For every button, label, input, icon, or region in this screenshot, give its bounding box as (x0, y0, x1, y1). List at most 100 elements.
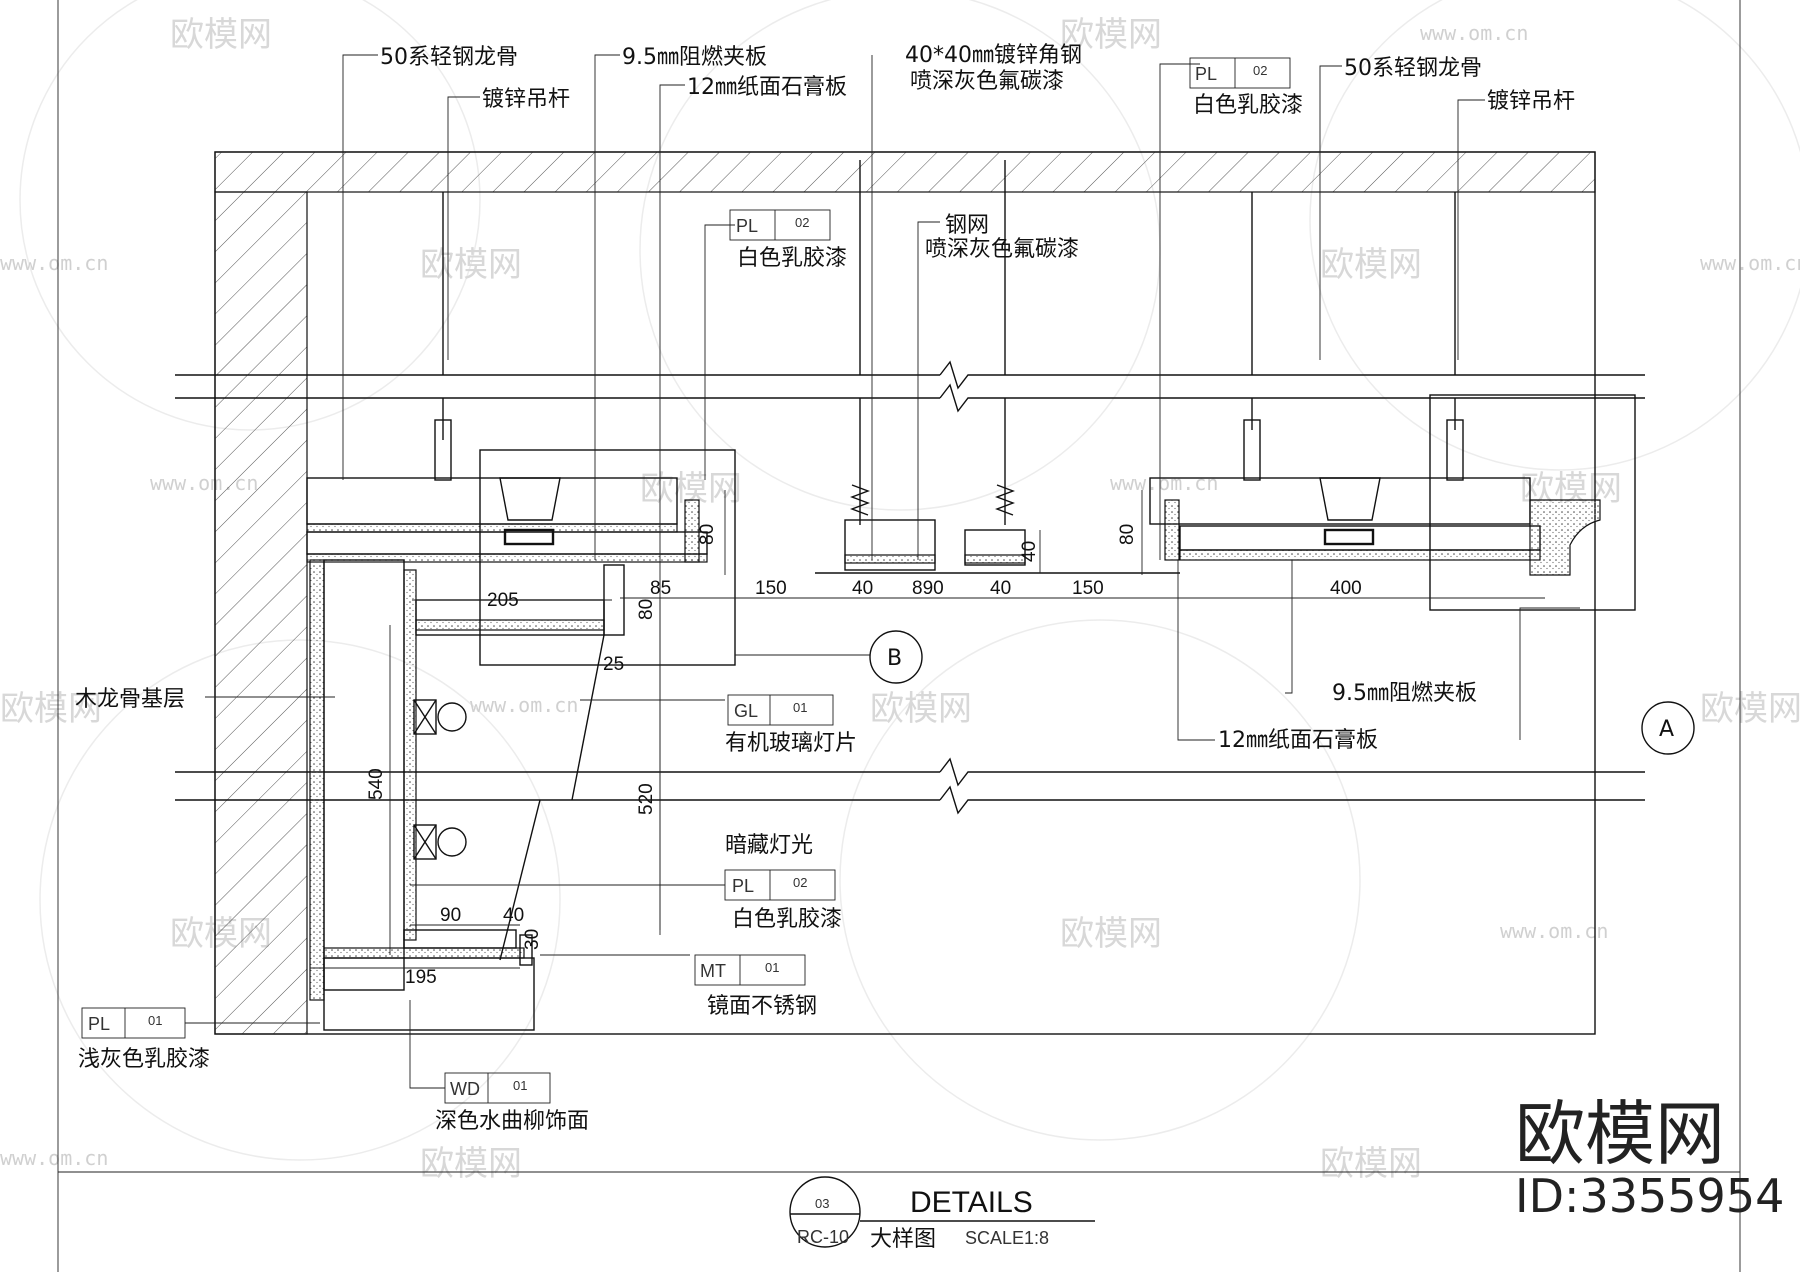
dim-label: 150 (1072, 578, 1104, 599)
watermark-text: 欧模网 (0, 689, 102, 729)
watermark-text: 欧模网 (420, 245, 522, 285)
tag-code: PL (88, 1014, 110, 1034)
dim-label: 90 (440, 905, 461, 926)
dim-label: 400 (1330, 578, 1362, 599)
callout-white-latex-mid: 白色乳胶漆 (737, 246, 847, 271)
scale-label: SCALE1:8 (965, 1228, 1049, 1248)
ceiling-left (306, 449, 736, 666)
dim-label: 80 (1117, 524, 1138, 545)
dim-label: 25 (603, 654, 624, 675)
material-tags: PL 02 PL 02 GL 01 PL 02 MT 01 PL 01 (81, 57, 1291, 1104)
watermark-text: 欧模网 (870, 689, 972, 729)
watermark-url: www.om.cn (0, 251, 108, 275)
watermark-text: 欧模网 (1320, 245, 1422, 285)
callout-white-latex-right: 白色乳胶漆 (1193, 93, 1303, 118)
dim-label: 80 (636, 599, 657, 620)
callout-light-grey-latex: 浅灰色乳胶漆 (78, 1047, 210, 1072)
section-marker-label: B (887, 646, 902, 671)
tag-code: WD (450, 1079, 480, 1099)
dim-label: 195 (405, 967, 437, 988)
callout-angle-steel-2: 喷深灰色氟碳漆 (910, 69, 1064, 94)
detail-number: 03 (815, 1196, 829, 1211)
dim-label: 205 (487, 590, 519, 611)
material-tag: PL 02 (724, 869, 836, 901)
dim-label: 890 (912, 578, 944, 599)
material-tag: MT 01 (694, 954, 806, 986)
callout-fireproof-board-top: 9.5㎜阻燃夹板 (622, 45, 767, 70)
watermark-url: www.om.cn (470, 693, 578, 717)
callout-steel-mesh-2: 喷深灰色氟碳漆 (925, 237, 1079, 262)
material-tag: PL 01 (81, 1007, 186, 1039)
tag-num: 02 (793, 875, 807, 890)
material-tag: GL 01 (727, 694, 834, 726)
dimension-lines (310, 490, 1545, 969)
callout-steel-mesh-1: 钢网 (945, 213, 989, 238)
callout-gypsum-right: 12㎜纸面石膏板 (1218, 728, 1378, 753)
dim-label: 40 (503, 905, 524, 926)
watermark-url: www.om.cn (1420, 21, 1528, 45)
callout-fireproof-board-right: 9.5㎜阻燃夹板 (1332, 681, 1477, 706)
tag-code: MT (700, 961, 726, 981)
dimension-labels: 80 85 150 40 890 40 150 400 80 40 205 80… (366, 524, 1362, 988)
callout-gypsum-top: 12㎜纸面石膏板 (687, 75, 847, 100)
watermark-logo-text: 欧模网 (1515, 1093, 1725, 1175)
leader-lines (185, 54, 1580, 1089)
watermark-text: 欧模网 (1060, 15, 1162, 55)
watermark-text: 欧模网 (420, 1144, 522, 1184)
title-block: 03 RC-10 DETAILS 大样图 SCALE1:8 (789, 1176, 1095, 1252)
material-tag: PL 02 (729, 209, 831, 241)
watermark-text: 欧模网 (1320, 1144, 1422, 1184)
watermark-text: 欧模网 (1700, 689, 1800, 729)
watermark-id: ID:3355954 (1515, 1169, 1784, 1223)
tag-num: 01 (793, 700, 807, 715)
dim-label: 150 (755, 578, 787, 599)
tag-num: 01 (148, 1013, 162, 1028)
concrete-wall (214, 191, 308, 1035)
callout-dark-wood: 深色水曲柳饰面 (435, 1109, 589, 1134)
material-tag: PL 02 (1189, 57, 1291, 89)
ceiling-right (1149, 394, 1636, 611)
page-subtitle: 大样图 (870, 1227, 936, 1252)
watermark-text: 欧模网 (170, 15, 272, 55)
callout-steel-keel-left: 50系轻钢龙骨 (380, 45, 518, 70)
dim-label: 520 (636, 783, 657, 815)
callout-angle-steel-1: 40*40㎜镀锌角钢 (905, 43, 1082, 68)
watermark-layer: 欧模网 欧模网 www.om.cn 欧模网 欧模网 www.om.cn www.… (0, 0, 1800, 1184)
tag-code: PL (1195, 64, 1217, 84)
tag-num: 01 (513, 1078, 527, 1093)
tag-num: 01 (765, 960, 779, 975)
dim-label: 540 (366, 768, 387, 800)
watermark-text: 欧模网 (1060, 914, 1162, 954)
dim-label: 80 (697, 524, 718, 545)
tag-code: GL (734, 701, 758, 721)
tag-num: 02 (795, 215, 809, 230)
sheet-number: RC-10 (797, 1227, 849, 1247)
watermark-url: www.om.cn (1110, 471, 1218, 495)
dim-label: 40 (852, 578, 873, 599)
break-lines (175, 360, 1645, 815)
angle-steel-middle (815, 519, 1180, 574)
tag-num: 02 (1253, 63, 1267, 78)
callout-hanger-rod-left: 镀锌吊杆 (482, 87, 570, 112)
callout-labels: 50系轻钢龙骨 镀锌吊杆 9.5㎜阻燃夹板 12㎜纸面石膏板 40*40㎜镀锌角… (75, 43, 1575, 1134)
dim-label: 40 (1019, 541, 1040, 562)
callout-white-latex-low: 白色乳胶漆 (732, 907, 842, 932)
watermark-url: www.om.cn (0, 1146, 108, 1170)
dim-label: 40 (990, 578, 1011, 599)
page-title: DETAILS (910, 1186, 1033, 1219)
watermark-url: www.om.cn (1700, 251, 1800, 275)
wall-cladding-left (309, 559, 625, 1031)
light-fixture-icons (413, 699, 467, 860)
section-marker-a: A (1641, 701, 1695, 755)
section-marker-b: B (869, 630, 923, 684)
dim-label: 30 (522, 929, 543, 950)
hanger-rods (434, 160, 1464, 525)
callout-steel-keel-right: 50系轻钢龙骨 (1344, 56, 1482, 81)
callout-mirror-steel: 镜面不锈钢 (707, 994, 817, 1019)
tag-code: PL (732, 876, 754, 896)
section-marker-label: A (1659, 717, 1674, 742)
callout-hidden-light: 暗藏灯光 (725, 833, 813, 858)
tag-code: PL (736, 216, 758, 236)
callout-hanger-rod-right: 镀锌吊杆 (1487, 89, 1575, 114)
